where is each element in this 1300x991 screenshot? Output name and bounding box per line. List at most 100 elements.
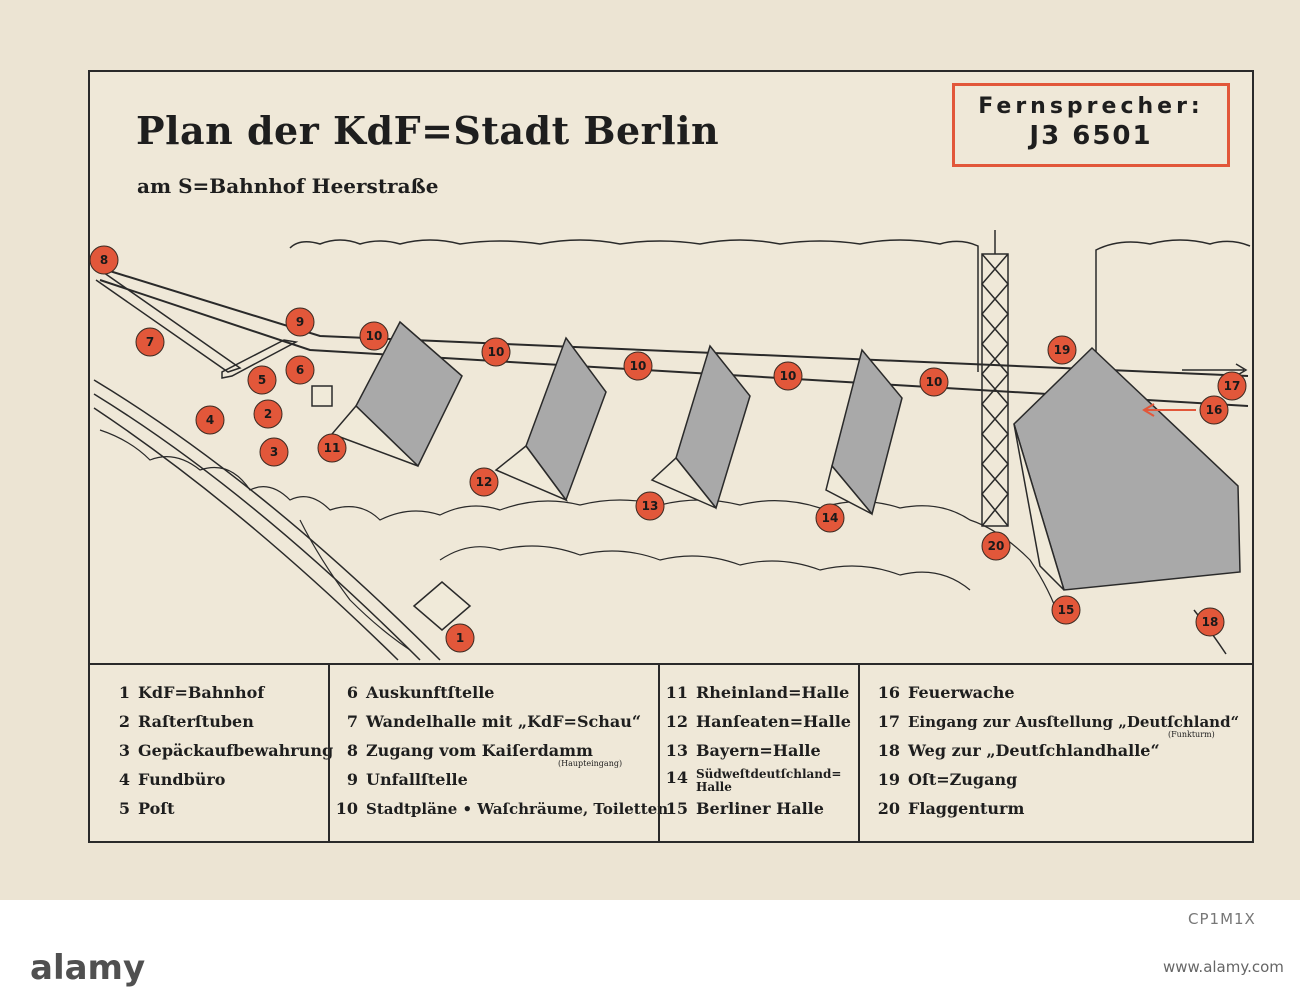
marker-label: 10: [630, 359, 647, 373]
map-marker-11: 11: [317, 433, 347, 463]
marker-label: 1: [456, 631, 464, 645]
legend-label: Raſterſtuben: [138, 712, 254, 731]
map-marker-19: 19: [1047, 335, 1077, 365]
marker-label: 8: [100, 253, 108, 267]
map-marker-14: 14: [815, 503, 845, 533]
kiosk-6: [311, 385, 333, 407]
legend-number: 17: [877, 712, 900, 731]
marker-label: 4: [206, 413, 214, 427]
map-marker-3: 3: [259, 437, 289, 467]
legend-number: 15: [665, 799, 688, 818]
map-marker-15: 15: [1051, 595, 1081, 625]
map-marker-8: 8: [89, 245, 119, 275]
marker-circle: [1199, 395, 1229, 425]
marker-circle: [481, 337, 511, 367]
marker-circle: [259, 437, 289, 467]
marker-label: 15: [1058, 603, 1075, 617]
marker-circle: [815, 503, 845, 533]
map-marker-13: 13: [635, 491, 665, 521]
marker-circle: [285, 355, 315, 385]
railway-2: [93, 393, 421, 661]
marker-label: 10: [926, 375, 943, 389]
legend-number: 12: [665, 712, 688, 731]
hall-11: [330, 320, 463, 468]
map-marker-10: 10: [481, 337, 511, 367]
marker-label: 13: [642, 499, 659, 513]
hall-14: [825, 348, 903, 516]
map-marker-1: 1: [445, 623, 475, 653]
legend-number: 8: [346, 741, 358, 760]
railway-1: [93, 379, 441, 661]
legend-divider: [858, 665, 860, 841]
marker-label: 9: [296, 315, 304, 329]
marker-label: 17: [1224, 379, 1241, 393]
station-building-1: [412, 581, 472, 631]
marker-label: 12: [476, 475, 493, 489]
legend-label: Bayern=Halle: [696, 741, 821, 760]
marker-circle: [919, 367, 949, 397]
legend-label: Oſt=Zugang: [908, 770, 1018, 789]
legend-item: 20 Flaggenturm: [876, 799, 1025, 818]
legend-note: (Haupteingang): [558, 759, 623, 768]
marker-label: 19: [1054, 343, 1071, 357]
phone-number: J3 6501: [1029, 121, 1153, 151]
legend-number: 18: [877, 741, 900, 760]
legend-label: Fundbüro: [138, 770, 226, 789]
legend-label: Eingang zur Ausſtellung „Deutſchland“: [908, 713, 1240, 731]
marker-circle: [253, 399, 283, 429]
legend-item: 16 Feuerwache: [876, 683, 1015, 702]
map-marker-10: 10: [919, 367, 949, 397]
marker-circle: [773, 361, 803, 391]
marker-circle: [317, 433, 347, 463]
legend-label: Flaggenturm: [908, 799, 1025, 818]
legend-number: 16: [877, 683, 900, 702]
marker-circle: [623, 351, 653, 381]
marker-circle: [469, 467, 499, 497]
phone-box: Fernsprecher: J3 6501: [952, 83, 1230, 167]
marker-label: 14: [822, 511, 839, 525]
map-marker-7: 7: [135, 327, 165, 357]
legend-number: 14: [665, 768, 688, 787]
map-marker-16: 16: [1199, 395, 1229, 425]
legend-label: Auskunftſtelle: [366, 683, 495, 702]
legend-number: 20: [877, 799, 900, 818]
map-marker-18: 18: [1195, 607, 1225, 637]
legend-number: 2: [118, 712, 130, 731]
marker-label: 16: [1206, 403, 1223, 417]
legend-number: 19: [877, 770, 900, 789]
legend-item: 19 Oſt=Zugang: [876, 770, 1018, 789]
map-subtitle: am S=Bahnhof Heerstraße: [137, 174, 439, 198]
legend-label: Rheinland=Halle: [696, 683, 850, 702]
map-marker-17: 17: [1217, 371, 1247, 401]
flag-tower: [981, 230, 1009, 527]
legend-number: 10: [335, 799, 358, 818]
marker-label: 5: [258, 373, 266, 387]
legend-number: 7: [346, 712, 358, 731]
map-marker-10: 10: [359, 321, 389, 351]
legend-item: 2 Raſterſtuben: [114, 712, 254, 731]
legend-number: 3: [118, 741, 130, 760]
legend-divider: [328, 665, 330, 841]
map-marker-5: 5: [247, 365, 277, 395]
legend-label: Feuerwache: [908, 683, 1015, 702]
hall-13: [650, 344, 751, 510]
marker-label: 11: [324, 441, 341, 455]
site-url: www.alamy.com: [1163, 958, 1284, 976]
legend-label: Gepäckaufbewahrung: [138, 741, 334, 760]
marker-label: 2: [264, 407, 272, 421]
map-marker-20: 20: [981, 531, 1011, 561]
marker-circle: [195, 405, 225, 435]
map-marker-10: 10: [773, 361, 803, 391]
marker-circle: [635, 491, 665, 521]
legend-label: Weg zur „Deutſchlandhalle“: [908, 741, 1160, 760]
